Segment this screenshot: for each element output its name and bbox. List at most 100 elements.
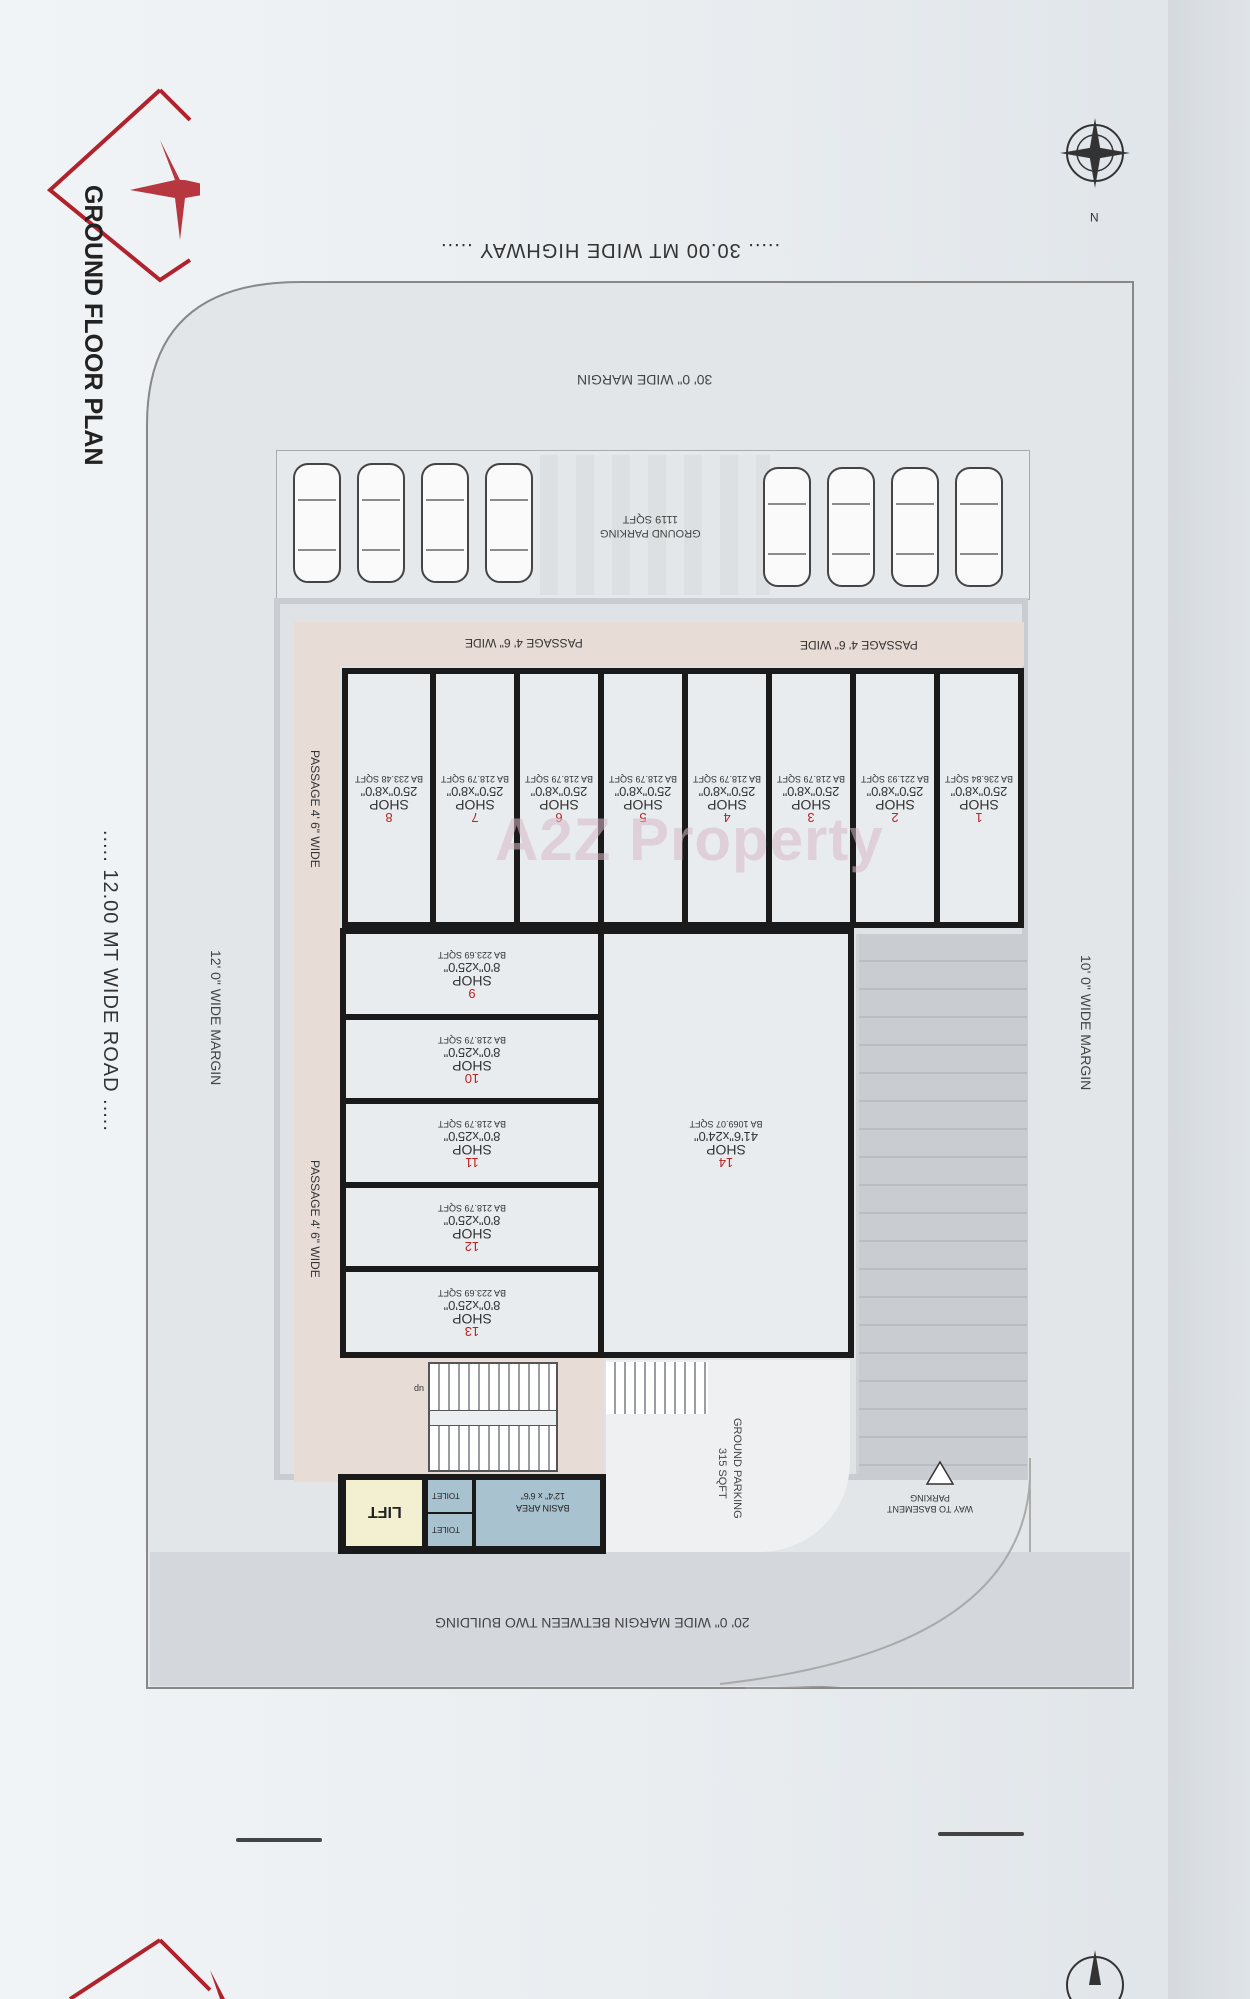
passage-left-lower: PASSAGE 4' 6" WIDE [308, 1160, 322, 1278]
logo-house-icon-repeat [68, 1938, 225, 1999]
passage-top-left: PASSAGE 4' 6" WIDE [465, 636, 583, 650]
toilet-1-label: TOILET [432, 1491, 460, 1500]
shop-dim: 8'0"x25'0" [443, 1298, 501, 1313]
bottom-curve [720, 1480, 1031, 1685]
watermark: A2Z Property [495, 806, 884, 873]
shop-dim: 8'0"x25'0" [443, 1213, 501, 1228]
shop-name: SHOP [452, 973, 492, 989]
basement-ramp [856, 934, 1027, 1474]
ramp-arrow-icon [925, 1460, 955, 1485]
shop-dim: 25'0"x8'0" [866, 784, 924, 799]
shop-dim: 25'0"x8'0" [530, 784, 588, 799]
shop-name: SHOP [452, 1226, 492, 1242]
car-icon [421, 463, 469, 583]
shop-dim: 8'0"x25'0" [443, 1129, 501, 1144]
stair-steps-right [606, 1362, 708, 1414]
staple-right [938, 1832, 1024, 1836]
shop-dim: 25'0"x8'0" [950, 784, 1008, 799]
shop-area: BA 223.69 SQFT [437, 950, 507, 960]
bottom-parking-label: GROUND PARKING [731, 1418, 743, 1519]
page-title: GROUND FLOOR PLAN [79, 185, 107, 466]
shop-area: BA 233.48 SQFT [354, 774, 424, 784]
stair-up-label: up [414, 1384, 425, 1394]
car-icon [293, 463, 341, 583]
parked-cars [293, 463, 1003, 587]
highway-label: ..... 30.00 MT WIDE HIGHWAY ..... [440, 239, 781, 261]
shop-name: SHOP [452, 1058, 492, 1074]
shop-dim: 25'0"x8'0" [698, 784, 756, 799]
shop-area: BA 218.79 SQFT [437, 1119, 507, 1129]
car-icon [827, 467, 875, 587]
shop-dim: 41'6"x24'0" [693, 1129, 759, 1144]
parking-tiles [540, 455, 770, 595]
logo-house-icon [46, 88, 200, 283]
lift [346, 1480, 422, 1546]
shop-dim: 25'0"x8'0" [614, 784, 672, 799]
top-margin-label: 30' 0" WIDE MARGIN [577, 372, 713, 388]
staircase-landing [430, 1410, 556, 1426]
shop-name: SHOP [452, 1311, 492, 1327]
car-icon [955, 467, 1003, 587]
basin-label: BASIN AREA [516, 1503, 570, 1513]
shop-area: BA 221.93 SQFT [860, 774, 930, 784]
toilet-1 [428, 1480, 472, 1512]
bottom-parking-area: 315 SQFT [716, 1448, 728, 1499]
left-margin-label: 12' 0" WIDE MARGIN [208, 950, 224, 1086]
shop-area: BA 236.84 SQFT [944, 774, 1014, 784]
left-passage [294, 622, 340, 1482]
basin-dim: 12'4" x 6'6" [520, 1491, 565, 1501]
shop-name: SHOP [706, 1142, 746, 1158]
shop-name: SHOP [452, 1142, 492, 1158]
shop-area: BA 1069.07 SQFT [689, 1119, 763, 1129]
compass-north-label: N [1090, 210, 1099, 224]
shop-area: BA 218.79 SQFT [776, 774, 846, 784]
passage-left-upper: PASSAGE 4' 6" WIDE [308, 750, 322, 868]
basin-text: BASIN AREA 12'4" x 6'6" [516, 1490, 570, 1514]
top-passage [294, 622, 1024, 666]
bottom-margin-label: 20' 0" WIDE MARGIN BETWEEN TWO BUILDING [435, 1615, 750, 1631]
compass-icon [1060, 118, 1130, 188]
road-label: ..... 12.00 MT WIDE ROAD ..... [99, 830, 121, 1132]
basement-parking-label: WAY TO BASEMENT PARKING [886, 1493, 974, 1514]
toilet-2 [428, 1514, 472, 1546]
bottom-margin-band [150, 1552, 1130, 1686]
car-icon [891, 467, 939, 587]
bottom-parking-text: GROUND PARKING [730, 1418, 743, 1519]
shop-area: BA 223.69 SQFT [437, 1288, 507, 1298]
shop-area: BA 218.79 SQFT [608, 774, 678, 784]
bottom-parking-area-box: 315 SQFT [716, 1448, 728, 1499]
shop-area: BA 218.79 SQFT [440, 774, 510, 784]
right-margin-label: 10' 0" WIDE MARGIN [1078, 955, 1094, 1091]
shop-name: SHOP [959, 797, 999, 813]
staple-left [236, 1838, 322, 1842]
basin-area [476, 1480, 600, 1546]
shop-dim: 25'0"x8'0" [446, 784, 504, 799]
shop-dim: 25'0"x8'0" [782, 784, 840, 799]
shop-dim: 8'0"x25'0" [443, 960, 501, 975]
shop-area: BA 218.79 SQFT [524, 774, 594, 784]
lift-label: LIFT [368, 1503, 402, 1520]
car-icon [357, 463, 405, 583]
shop-dim: 25'0"x8'0" [360, 784, 418, 799]
paper-fold-shadow [1168, 0, 1250, 1999]
shop-area: BA 218.79 SQFT [437, 1203, 507, 1213]
toilet-2-label: TOILET [432, 1525, 460, 1534]
car-icon [485, 463, 533, 583]
shop-area: BA 218.79 SQFT [692, 774, 762, 784]
shop-area: BA 218.79 SQFT [437, 1035, 507, 1045]
shop-name: SHOP [369, 797, 409, 813]
